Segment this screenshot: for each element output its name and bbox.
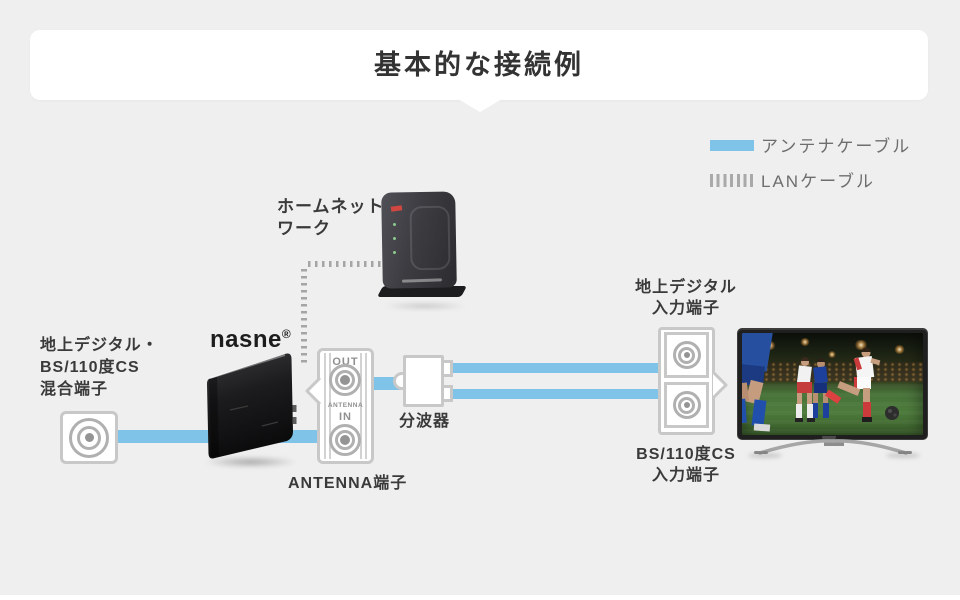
antenna-cable-label: アンテナケーブル: [761, 137, 912, 156]
splitter-body: [403, 355, 444, 407]
panel-groove: [329, 353, 331, 459]
router-side-panel: [409, 205, 451, 271]
home-network-label: ホームネット ワーク: [277, 196, 385, 240]
nasne-label: nasne®: [210, 324, 292, 353]
tv-top-jack-label: 地上デジタル 入力端子: [618, 277, 754, 319]
in-coax-connector-icon: [329, 424, 361, 456]
lan-cable-vertical: [301, 269, 307, 365]
soccer-players-illustration: [742, 333, 899, 432]
antenna-port-label: ANTENNA: [327, 402, 364, 409]
lan-cable-swatch-icon: [710, 174, 756, 187]
floodlight-icon: [828, 351, 836, 358]
tv-terrestrial-jack: [664, 332, 709, 378]
router-shadow: [382, 302, 468, 310]
tv-jack-panel: [658, 327, 715, 435]
antenna-cable-splitter-to-tv-top: [449, 363, 661, 373]
router-green-led-icon: [393, 223, 396, 226]
wall-jack-label: 地上デジタル・ BS/110度CS 混合端子: [40, 335, 159, 401]
in-port-label: IN: [339, 411, 352, 423]
panel-groove: [324, 353, 326, 459]
panel-groove: [365, 353, 367, 459]
tv-bs-cs-jack: [664, 382, 709, 428]
floodlight-icon: [854, 340, 868, 350]
antenna-jack-panel: OUT ANTENNA IN: [317, 348, 374, 464]
antenna-cable-splitter-to-tv-bottom: [449, 389, 661, 399]
wall-jack-box: [60, 411, 118, 464]
out-coax-connector-icon: [329, 364, 361, 396]
home-network-label-line2: ワーク: [277, 219, 331, 238]
antenna-cable-swatch-icon: [710, 140, 754, 151]
coax-connector-icon: [672, 391, 701, 419]
tv-logo-notch: [822, 436, 836, 440]
coax-connector-icon: [69, 417, 109, 458]
tv-stand-neck: [824, 440, 844, 446]
wall-jack-label-line1: 地上デジタル・: [40, 337, 159, 354]
stadium-crowd: [742, 361, 923, 382]
router-green-led-icon: [393, 237, 396, 240]
antenna-jack-caption: ANTENNA端子: [288, 475, 408, 492]
splitter-output-stub: [443, 360, 453, 377]
callout-arrow-right-icon: [712, 371, 728, 399]
title-banner: [30, 30, 928, 100]
tv-leg-shadow: [886, 453, 920, 458]
nasne-name: nasne: [210, 326, 282, 353]
nasne-device: [207, 353, 297, 459]
tv-bottom-jack-label-line1: BS/110度CS: [636, 446, 736, 463]
tv-bottom-jack-label-line2: 入力端子: [651, 467, 720, 484]
page-title: 基本的な接続例: [374, 50, 584, 80]
wall-jack-label-line2: BS/110度CS: [40, 359, 140, 376]
nasne-shadow: [203, 456, 298, 468]
wall-jack-label-line3: 混合端子: [40, 381, 109, 398]
splitter-label: 分波器: [399, 413, 451, 430]
router-green-led-icon: [393, 251, 396, 254]
tv-illustration: [737, 328, 928, 440]
banner-notch-icon: [458, 99, 502, 112]
lan-cable-horizontal: [308, 261, 383, 267]
lan-cable-label: LANケーブル: [761, 172, 876, 191]
coax-connector-icon: [672, 341, 701, 369]
panel-groove: [360, 353, 362, 459]
home-network-label-line1: ホームネット: [277, 197, 385, 216]
callout-arrow-left-icon: [305, 377, 321, 405]
tv-top-jack-label-line1: 地上デジタル: [635, 279, 737, 296]
tv-screen: [742, 333, 923, 435]
floodlight-icon: [800, 338, 810, 346]
splitter-output-stub: [443, 385, 453, 402]
floodlight-icon: [894, 345, 905, 354]
tv-stand-legs: [754, 439, 912, 455]
nasne-registered-mark: ®: [281, 327, 292, 341]
router-illustration: [377, 188, 467, 304]
tv-leg-shadow: [748, 453, 782, 458]
tv-bottom-jack-label: BS/110度CS 入力端子: [618, 444, 754, 486]
tv-top-jack-label-line2: 入力端子: [651, 300, 720, 317]
splitter-input-stub: [393, 372, 404, 390]
bottom-strip: [0, 595, 960, 600]
